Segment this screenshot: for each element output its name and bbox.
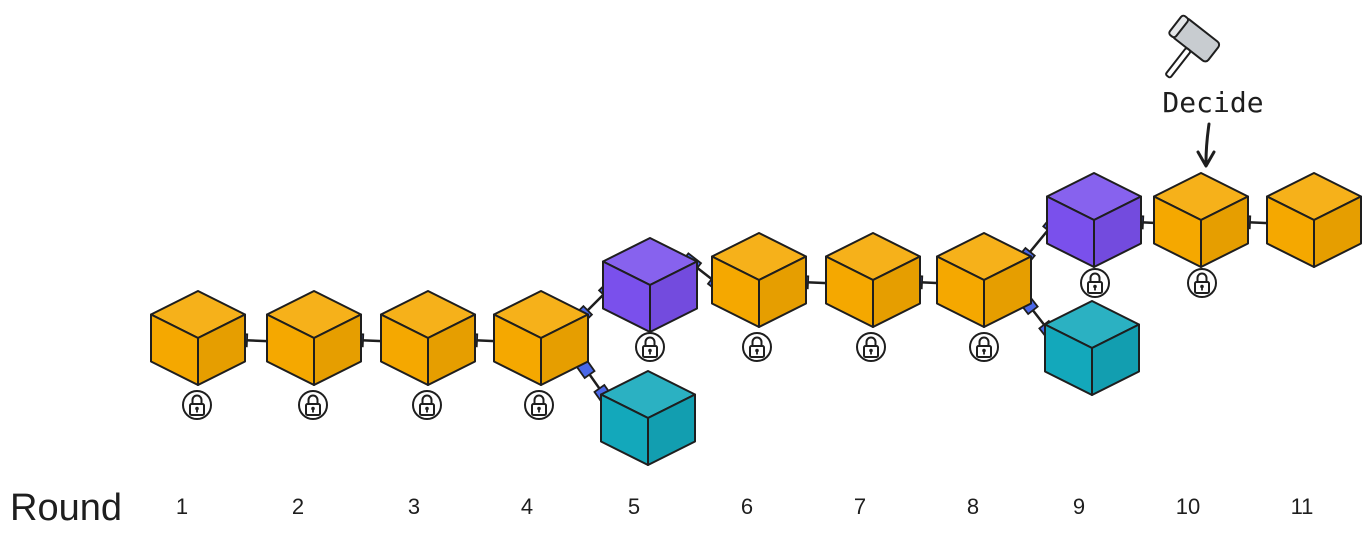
lock-icon [182,390,212,420]
round-number: 7 [854,494,866,519]
lock-icon [856,332,886,362]
decide-arrow [1196,122,1216,168]
block-round-6 [711,232,807,328]
lock-icon [1187,268,1217,298]
block-round-8 [936,232,1032,328]
lock-icon [298,390,328,420]
block-round-9-fork [1044,300,1140,396]
round-number: 2 [292,494,304,519]
round-number: 8 [967,494,979,519]
round-number: 6 [741,494,753,519]
block-round-5 [602,237,698,333]
round-number: 1 [176,494,188,519]
round-number: 10 [1176,494,1200,519]
decide-annotation: Decide [1162,86,1263,119]
blocks [150,172,1362,466]
block-round-3 [380,290,476,386]
lock-icon [412,390,442,420]
block-round-4 [493,290,589,386]
block-round-1 [150,290,246,386]
block-round-2 [266,290,362,386]
round-number: 4 [521,494,533,519]
round-number: 5 [628,494,640,519]
block-round-5-fork [600,370,696,466]
round-number: 9 [1073,494,1085,519]
round-number: 3 [408,494,420,519]
lock-icon [969,332,999,362]
lock-icon [742,332,772,362]
block-round-9 [1046,172,1142,268]
lock-icon [524,390,554,420]
round-number: 11 [1291,494,1314,519]
block-round-7 [825,232,921,328]
round-numbers: 1 2 3 4 5 6 7 8 9 10 11 [176,494,1314,519]
locks [182,268,1217,420]
block-round-11 [1266,172,1362,268]
gavel-icon [1165,14,1221,79]
block-round-10 [1153,172,1249,268]
round-axis-label: Round [10,487,122,529]
lock-icon [1080,268,1110,298]
lock-icon [635,332,665,362]
